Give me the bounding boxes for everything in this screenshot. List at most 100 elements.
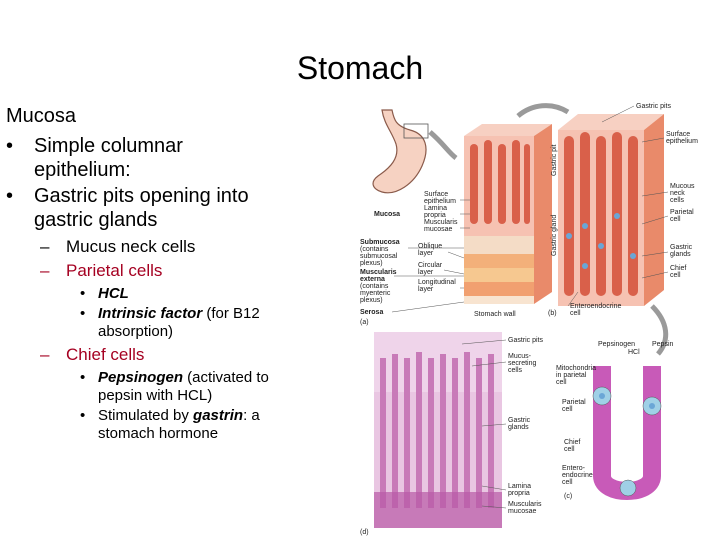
label-chief-c: Chief — [564, 439, 580, 446]
label-a: (a) — [360, 319, 369, 326]
subbullet-mucus-neck: Mucus neck cells — [66, 237, 196, 256]
label-layer-1: layer — [418, 250, 434, 257]
label-layer-2: layer — [418, 269, 434, 276]
label-submucosal: submucosal — [360, 253, 398, 260]
label-serosa: Serosa — [360, 309, 383, 316]
dot-2: • — [80, 305, 86, 322]
label-epithelium: epithelium — [424, 198, 456, 205]
arrow-icon — [650, 304, 669, 356]
label-contains-1: (contains — [360, 246, 389, 253]
label-propria-d: propria — [508, 490, 530, 497]
label-myenteric: myenteric — [360, 290, 391, 297]
label-entero: Entero- — [562, 465, 586, 472]
label-d: (d) — [360, 529, 369, 536]
subbullet-chief: Chief cells — [66, 345, 145, 364]
label-cell-b3: cell — [570, 310, 581, 317]
label-gastric-b: Gastric — [670, 244, 693, 251]
gland-cell-diagram — [592, 366, 662, 500]
label-muscularis: Muscularis — [424, 219, 458, 226]
label-epithelium-b: epithelium — [666, 138, 698, 145]
gastric-gland-block — [558, 114, 664, 306]
label-pepsin: Pepsin — [652, 341, 674, 348]
label-muscularis-ext: Muscularis — [360, 269, 397, 276]
label-gastric-pit-vertical: Gastric pit — [551, 144, 558, 176]
bullet-1-line1: Simple columnar — [34, 135, 183, 157]
label-muscularis-d: Muscularis — [508, 501, 542, 508]
label-neck: neck — [670, 190, 685, 197]
label-gastric-pits-b: Gastric pits — [636, 103, 672, 110]
intrinsic-factor-point: Intrinsic factor (for B12 — [98, 305, 260, 322]
leader-lines — [391, 105, 669, 509]
label-plexus-1: plexus) — [360, 260, 383, 267]
label-glands-b: glands — [670, 251, 691, 258]
gastrin-line2: stomach hormone — [98, 425, 219, 442]
label-parietal-b: Parietal — [670, 209, 694, 216]
stomach-wall-block — [464, 124, 552, 304]
histology-micrograph — [374, 332, 502, 528]
hcl-point: HCL — [98, 285, 129, 302]
dash-2: – — [40, 261, 50, 280]
bullet-2-line2: gastric glands — [34, 209, 158, 231]
mucosa-heading: Mucosa — [6, 105, 77, 127]
arrow-icon — [428, 130, 458, 160]
label-layer-3: layer — [418, 286, 434, 293]
label-secreting: secreting — [508, 360, 537, 367]
intrinsic-factor-line2: absorption) — [98, 323, 174, 340]
dot-4: • — [80, 407, 86, 424]
label-hcl: HCl — [628, 349, 640, 356]
label-cell-c2: cell — [562, 406, 573, 413]
dot-1: • — [80, 285, 86, 302]
label-b: (b) — [548, 310, 557, 317]
label-externa: externa — [360, 276, 385, 283]
label-lamina-d: Lamina — [508, 483, 531, 490]
label-longitudinal: Longitudinal — [418, 279, 456, 286]
label-cells: cells — [670, 197, 685, 204]
label-mucosa: Mucosa — [374, 211, 400, 218]
label-enteroendocrine: Enteroendocrine — [570, 303, 621, 310]
stomach-histology-figure: Surface epithelium Lamina propria Muscul… — [352, 96, 712, 540]
figure-svg: Surface epithelium Lamina propria Muscul… — [360, 103, 698, 536]
label-mucosae: mucosae — [424, 226, 453, 233]
stomach-icon — [372, 109, 429, 194]
gastrin-point: Stimulated by gastrin: a — [98, 407, 260, 424]
slide-title: Stomach — [296, 50, 424, 86]
label-cell-c1: cell — [556, 379, 567, 386]
label-c: (c) — [564, 493, 572, 500]
pepsinogen-point: Pepsinogen (activated to — [98, 369, 269, 386]
bullet-1-line2: epithelium: — [34, 159, 131, 181]
label-chief-b: Chief — [670, 265, 686, 272]
label-mucus: Mucus- — [508, 353, 532, 360]
label-parietal-c: Parietal — [562, 399, 586, 406]
label-endocrine: endocrine — [562, 472, 593, 479]
arrow-icon — [516, 103, 570, 118]
label-contains-2: (contains — [360, 283, 389, 290]
label-surface-b: Surface — [666, 131, 690, 138]
label-gastric-gland-vertical: Gastric gland — [551, 215, 558, 256]
label-surface: Surface — [424, 191, 448, 198]
label-cells-d: cells — [508, 367, 523, 374]
label-oblique: Oblique — [418, 243, 442, 250]
label-mitochondria: Mitochondria — [556, 365, 596, 372]
bullet-2: • — [6, 185, 14, 207]
label-circular: Circular — [418, 262, 443, 269]
dash-1: – — [40, 237, 50, 256]
label-propria: propria — [424, 212, 446, 219]
label-plexus-2: plexus) — [360, 297, 383, 304]
subbullet-parietal: Parietal cells — [66, 261, 163, 280]
dash-3: – — [40, 345, 50, 364]
label-cell-c3: cell — [564, 446, 575, 453]
label-cell-b1: cell — [670, 216, 681, 223]
pepsinogen-line2: pepsin with HCL) — [98, 387, 213, 404]
label-glands-d: glands — [508, 424, 529, 431]
bullet-2-line1: Gastric pits opening into — [34, 185, 249, 207]
bullet-1: • — [6, 135, 14, 157]
label-gastric-pits-d: Gastric pits — [508, 337, 544, 344]
label-lamina: Lamina — [424, 205, 447, 212]
label-stomach-wall: Stomach wall — [474, 311, 516, 318]
label-cell-c4: cell — [562, 479, 573, 486]
dot-3: • — [80, 369, 86, 386]
label-mucous: Mucous — [670, 183, 695, 190]
label-pepsinogen: Pepsinogen — [598, 341, 635, 348]
label-in-parietal: in parietal — [556, 372, 587, 379]
label-mucosae-d: mucosae — [508, 508, 537, 515]
